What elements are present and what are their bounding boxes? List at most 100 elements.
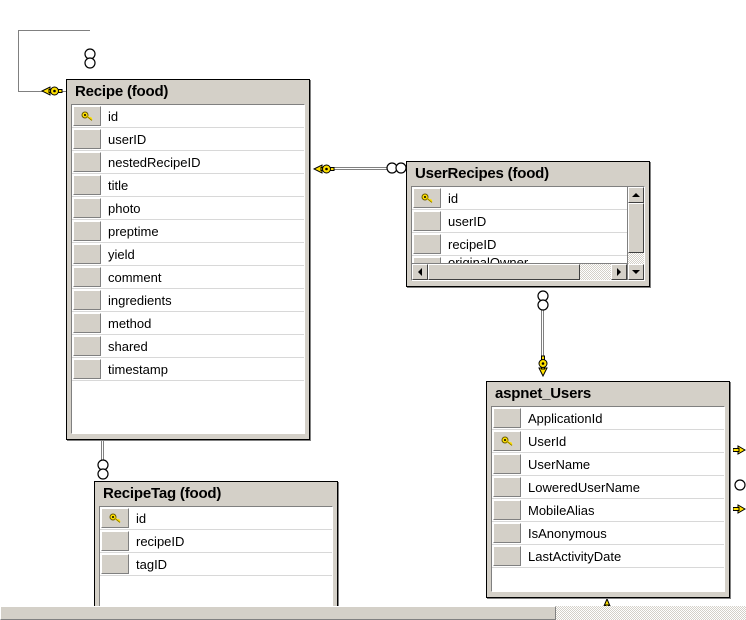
key-icon-recipe-self [41,86,63,96]
table-recipetag[interactable]: RecipeTag (food) id [94,481,338,617]
table-row[interactable]: userID [72,128,304,151]
row-selector[interactable] [413,234,441,254]
column-name: UserId [528,433,567,449]
table-row[interactable]: MobileAlias [492,499,724,522]
table-row[interactable]: ApplicationId [492,407,724,430]
row-selector[interactable] [493,523,521,543]
table-row[interactable]: preptime [72,220,304,243]
table-row[interactable]: yield [72,243,304,266]
column-name: MobileAlias [528,502,595,518]
table-row[interactable]: IsAnonymous [492,522,724,545]
horizontal-scroll-track[interactable] [428,264,611,280]
column-name: userID [448,213,487,229]
infinity-icon-recipe-recipetag [97,459,109,480]
row-selector[interactable] [73,175,101,195]
row-selector[interactable] [493,477,521,497]
table-row[interactable]: photo [72,197,304,220]
relationship-line-userrecipes-aspnet[interactable] [541,308,544,356]
table-row[interactable]: timestamp [72,358,304,381]
table-row[interactable]: LoweredUserName [492,476,724,499]
row-selector[interactable] [413,188,441,208]
table-row[interactable]: title [72,174,304,197]
vertical-scroll-thumb[interactable] [628,203,644,253]
row-selector[interactable] [101,508,129,528]
table-userrecipes[interactable]: UserRecipes (food) [406,161,650,287]
infinity-icon-recipe-userrecipes [386,162,407,174]
key-icon [421,193,434,204]
column-grid-recipetag[interactable]: id recipeID tagID [99,506,333,611]
row-selector[interactable] [101,531,129,551]
row-selector[interactable] [73,198,101,218]
row-selector[interactable] [101,554,129,574]
horizontal-scrollbar[interactable] [412,263,627,280]
table-row[interactable]: LastActivityDate [492,545,724,568]
row-selector[interactable] [73,290,101,310]
row-selector[interactable] [73,336,101,356]
table-row[interactable]: userID [412,210,627,233]
table-row[interactable]: id [100,507,332,530]
table-row[interactable]: UserId [492,430,724,453]
table-row[interactable]: ingredients [72,289,304,312]
column-name: nestedRecipeID [108,154,201,170]
row-selector[interactable] [73,244,101,264]
column-name: id [448,190,459,206]
row-selector[interactable] [73,106,101,126]
row-selector[interactable] [73,152,101,172]
key-icon [501,436,514,447]
column-name: photo [108,200,141,216]
column-name: id [108,108,119,124]
column-grid-aspnet-users[interactable]: ApplicationId UserId [491,406,725,592]
table-title-userrecipes: UserRecipes (food) [415,165,549,182]
row-selector[interactable] [493,431,521,451]
table-recipe[interactable]: Recipe (food) id [66,79,310,440]
table-title-aspnet-users: aspnet_Users [495,385,591,402]
row-selector[interactable] [73,129,101,149]
row-selector[interactable] [493,408,521,428]
scroll-down-arrow[interactable] [628,264,644,280]
column-grid-userrecipes[interactable]: id userID recipeID originalOwner [411,186,645,281]
vertical-scrollbar[interactable] [627,187,644,280]
table-row[interactable]: id [72,105,304,128]
relationship-line-recipe-userrecipes[interactable] [332,167,392,170]
row-selector[interactable] [73,359,101,379]
table-row[interactable]: comment [72,266,304,289]
infinity-icon-aspnet-right-2 [734,479,746,491]
row-selector[interactable] [73,221,101,241]
vertical-scroll-track[interactable] [628,203,644,264]
column-name: UserName [528,456,591,472]
scroll-right-arrow[interactable] [611,264,627,280]
table-aspnet-users[interactable]: aspnet_Users ApplicationId [486,381,730,598]
table-row[interactable]: tagID [100,553,332,576]
column-name: shared [108,338,148,354]
column-name: tagID [136,556,168,572]
table-row[interactable]: recipeID [412,233,627,256]
scroll-up-arrow[interactable] [628,187,644,203]
column-name: id [136,510,147,526]
row-selector[interactable] [493,454,521,474]
relationship-line-recipe-recipetag[interactable] [101,432,104,462]
key-icon [109,513,122,524]
table-row[interactable]: method [72,312,304,335]
table-row[interactable]: id [412,187,627,210]
table-row[interactable]: recipeID [100,530,332,553]
table-row[interactable]: nestedRecipeID [72,151,304,174]
key-icon-aspnet-right-1 [733,445,746,455]
column-name: recipeID [136,533,185,549]
scroll-left-arrow[interactable] [412,264,428,280]
column-name: preptime [108,223,159,239]
horizontal-scroll-thumb[interactable] [428,264,580,280]
table-row[interactable]: UserName [492,453,724,476]
column-name: title [108,177,129,193]
row-selector[interactable] [493,546,521,566]
key-icon-userrecipes-aspnet [538,355,548,377]
row-selector[interactable] [413,211,441,231]
column-name: LastActivityDate [528,548,622,564]
canvas-horizontal-scrollbar[interactable] [0,606,746,620]
column-grid-recipe[interactable]: id userID nestedRecipeID title photo [71,104,305,434]
row-selector[interactable] [493,500,521,520]
table-row[interactable]: shared [72,335,304,358]
row-selector[interactable] [73,267,101,287]
canvas-horizontal-scroll-thumb[interactable] [0,606,556,620]
row-selector[interactable] [73,313,101,333]
